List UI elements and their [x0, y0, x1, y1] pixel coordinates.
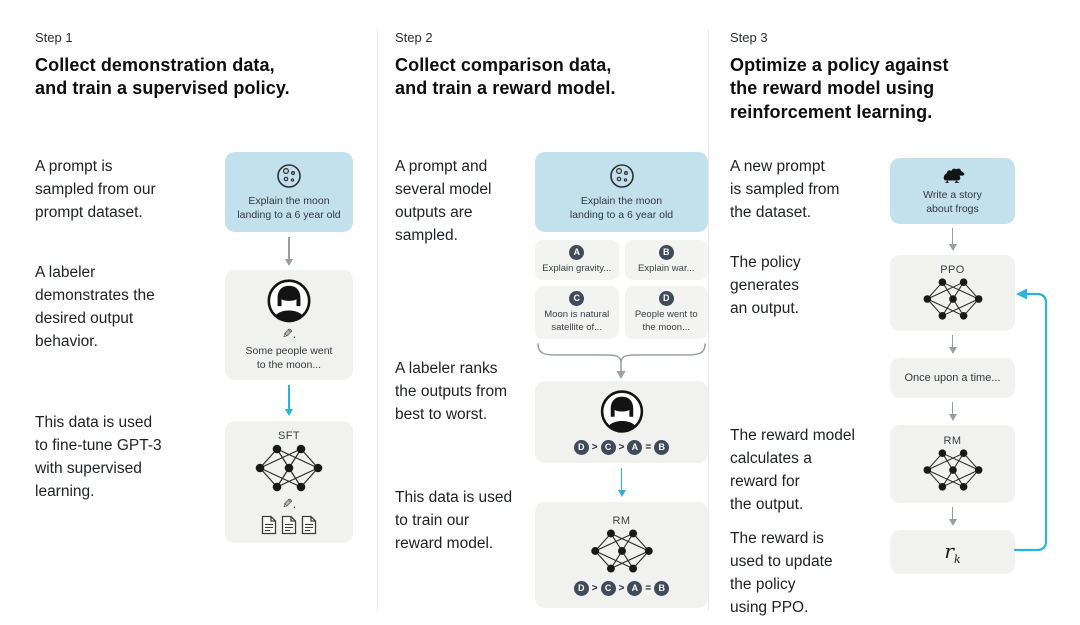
ppo-policy-box: PPO — [890, 255, 1015, 331]
step-title: Collect comparison data, and train a rew… — [395, 55, 616, 99]
prompt-caption: Explain the moon landing to a 6 year old — [569, 194, 674, 221]
output-caption: People went to the moon... — [634, 309, 698, 333]
step-title: Optimize a policy against the reward mod… — [730, 55, 949, 122]
document-icon — [301, 515, 317, 534]
step-label: Step 2 — [395, 30, 433, 45]
paragraph: A prompt is sampled from our prompt data… — [35, 158, 156, 221]
paragraph: The reward model calculates a reward for… — [730, 427, 855, 513]
rank-item: C — [600, 440, 616, 456]
flow-arrow-down-blue — [620, 468, 623, 491]
rank-separator: > — [591, 442, 598, 454]
output-box-a: A Explain gravity... — [535, 240, 619, 281]
pencil-icon: ✎. — [281, 495, 297, 511]
rank-separator: > — [618, 442, 625, 454]
labeler-avatar-icon — [267, 279, 311, 323]
output-caption: Explain gravity... — [542, 263, 612, 274]
moon-icon — [277, 164, 301, 188]
paragraph: A labeler demonstrates the desired outpu… — [35, 264, 155, 350]
neural-network-icon — [590, 529, 653, 573]
document-icon — [261, 515, 277, 534]
model-label: SFT — [278, 429, 300, 442]
labeler-box: D > C > A = B — [535, 381, 708, 464]
output-box-c: C Moon is natural satellite of... — [535, 286, 619, 340]
generated-output-box: Once upon a time... — [890, 358, 1015, 398]
rm-model-box: RM — [535, 502, 708, 609]
prompt-box: Explain the moon landing to a 6 year old — [535, 152, 708, 232]
output-letter-badge: B — [658, 245, 674, 260]
step-title: Collect demonstration data, and train a … — [35, 55, 290, 99]
pencil-icon: ✎. — [281, 325, 297, 341]
feedback-loop-arrow — [1013, 288, 1048, 552]
model-label: RM — [612, 514, 631, 527]
output-caption: Explain war... — [638, 263, 695, 274]
column-divider — [377, 30, 378, 610]
prompt-box: Write a story about frogs — [890, 158, 1015, 224]
prompt-caption: Write a story about frogs — [923, 188, 982, 215]
flow-arrow-down — [951, 402, 954, 414]
ranking-row: D > C > A = B — [573, 580, 670, 596]
step2-column: Step 2 Collect comparison data, and trai… — [395, 30, 708, 609]
output-box-d: D People went to the moon... — [624, 286, 708, 340]
model-label: RM — [943, 435, 962, 447]
ranking-row: D > C > A = B — [573, 440, 670, 456]
paragraph: The policy generates an output. — [730, 254, 801, 317]
rank-separator: = — [645, 582, 652, 594]
prompt-caption: Explain the moon landing to a 6 year old — [237, 194, 341, 221]
output-box-b: B Explain war... — [624, 240, 708, 281]
neural-network-icon — [923, 278, 982, 320]
gather-brace-arrow — [537, 343, 706, 380]
flow-arrow-down — [951, 507, 954, 519]
rank-separator: = — [645, 442, 652, 454]
step3-column: Step 3 Optimize a policy against the rew… — [730, 30, 1060, 616]
output-letter-badge: D — [658, 291, 674, 307]
column-divider — [708, 30, 709, 610]
rank-item: D — [573, 440, 589, 456]
prompt-box: Explain the moon landing to a 6 year old — [225, 152, 353, 232]
rank-item: B — [654, 580, 670, 596]
flow-arrow-down — [951, 335, 954, 347]
document-icon — [281, 515, 297, 534]
paragraph: A prompt and several model outputs are s… — [395, 158, 492, 244]
moon-icon — [609, 164, 634, 188]
step3-diagram: Write a story about frogs PPO — [890, 158, 1015, 574]
labeler-box: ✎. Some people went to the moon... — [225, 270, 353, 380]
output-letter-badge: C — [569, 291, 585, 307]
rank-item: D — [573, 580, 589, 596]
rank-item: A — [627, 440, 643, 456]
model-label: PPO — [940, 264, 965, 276]
output-caption: Once upon a time... — [904, 371, 1001, 384]
paragraph: A labeler ranks the outputs from best to… — [395, 360, 508, 423]
step-label: Step 1 — [35, 30, 73, 45]
reward-box: rk — [890, 530, 1015, 574]
paragraph: This data is used to train our reward mo… — [395, 489, 513, 552]
output-caption: Moon is natural satellite of... — [544, 309, 610, 333]
rank-item: B — [654, 440, 670, 456]
neural-network-icon — [923, 449, 982, 491]
flow-arrow-down — [288, 237, 290, 259]
documents-row — [261, 515, 317, 535]
frog-icon — [943, 168, 964, 183]
paragraph: This data is used to fine-tune GPT-3 wit… — [35, 414, 162, 500]
flow-arrow-down-blue — [288, 385, 290, 409]
paragraph: The reward is used to update the policy … — [730, 530, 833, 616]
step2-diagram: Explain the moon landing to a 6 year old… — [535, 152, 708, 609]
reward-symbol: rk — [944, 538, 961, 566]
model-outputs-grid: A Explain gravity... B Explain war... C … — [535, 240, 708, 340]
rank-item: A — [627, 580, 643, 596]
step1-column: Step 1 Collect demonstration data, and t… — [35, 30, 375, 543]
rank-separator: > — [618, 582, 625, 594]
paragraph: A new prompt is sampled from the dataset… — [730, 158, 840, 221]
rank-separator: > — [591, 582, 598, 594]
rm-model-box: RM — [890, 425, 1015, 503]
labeler-avatar-icon — [600, 390, 643, 433]
sft-model-box: SFT ✎. — [225, 421, 353, 543]
neural-network-icon — [255, 444, 323, 491]
flow-arrow-down — [951, 228, 954, 244]
step-label: Step 3 — [730, 30, 768, 45]
step1-diagram: Explain the moon landing to a 6 year old… — [225, 152, 353, 543]
rank-item: C — [600, 580, 616, 596]
labeler-caption: Some people went to the moon... — [245, 344, 333, 371]
output-letter-badge: A — [569, 245, 585, 260]
